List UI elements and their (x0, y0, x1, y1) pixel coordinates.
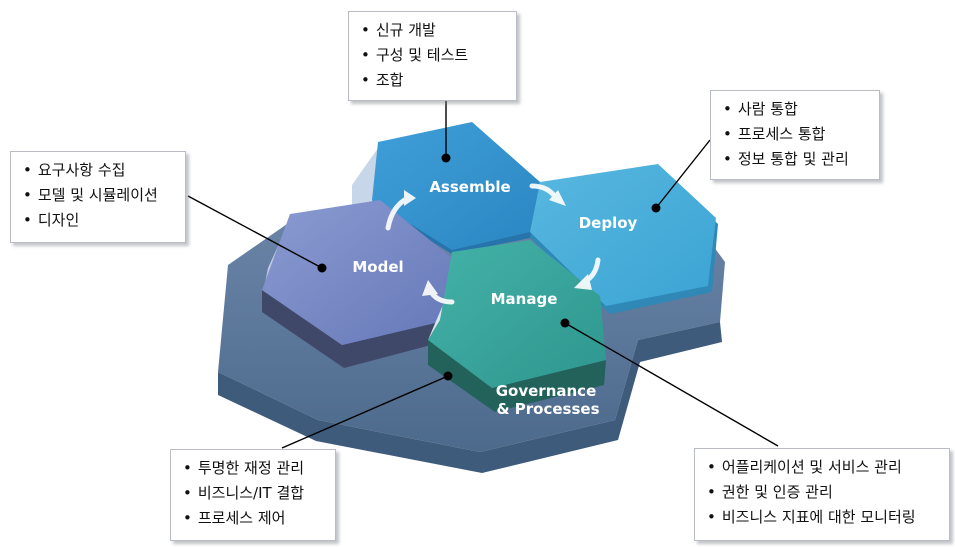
callout-governance-item: 프로세스 제어 (183, 506, 325, 531)
hex-model (262, 200, 452, 368)
callout-model: 요구사항 수집 모델 및 시뮬레이션 디자인 (10, 151, 186, 243)
arrow-assemble-to-deploy-head (549, 190, 566, 206)
hex-assemble-label: Assemble (429, 178, 510, 196)
callout-assemble-item: 신규 개발 (361, 18, 506, 43)
callout-assemble-item: 조합 (361, 68, 506, 93)
callout-deploy: 사람 통합 프로세스 통합 정보 통합 및 관리 (710, 90, 880, 180)
hex-assemble (352, 122, 540, 254)
dot-governance (443, 371, 453, 381)
hex-deploy (530, 164, 718, 314)
callout-deploy-item: 프로세스 통합 (723, 122, 869, 147)
dot-manage (560, 318, 570, 328)
callout-manage-item: 권한 및 인증 관리 (707, 480, 939, 505)
callout-manage: 어플리케이션 및 서비스 관리 권한 및 인증 관리 비즈니스 지표에 대한 모… (694, 448, 950, 541)
callout-deploy-item: 사람 통합 (723, 97, 869, 122)
leader-deploy (655, 139, 711, 209)
callout-model-item: 모델 및 시뮬레이션 (23, 183, 175, 208)
arrow-manage-to-model-head (422, 280, 438, 296)
arrow-model-to-assemble-head (404, 190, 416, 206)
callout-assemble: 신규 개발 구성 및 테스트 조합 (348, 11, 517, 101)
hex-manage-label: Manage (491, 290, 558, 308)
hex-deploy-label: Deploy (579, 214, 638, 232)
callout-governance-item: 투명한 재정 관리 (183, 456, 325, 481)
callout-model-item: 요구사항 수집 (23, 158, 175, 183)
callout-governance-item: 비즈니스/IT 결합 (183, 481, 325, 506)
dot-assemble (441, 153, 451, 163)
leader-dots (317, 153, 661, 381)
callout-manage-item: 비즈니스 지표에 대한 모니터링 (707, 505, 939, 530)
governance-label-line2: & Processes (496, 400, 599, 418)
leader-lines (187, 100, 779, 449)
leader-governance (281, 375, 449, 449)
governance-label-line1: Governance (496, 382, 597, 400)
leader-model (187, 195, 323, 269)
arrow-deploy-to-manage-head (574, 274, 592, 290)
cycle-arrows (385, 183, 601, 305)
callout-deploy-item: 정보 통합 및 관리 (723, 147, 869, 172)
governance-platform-side (218, 322, 722, 473)
callout-model-item: 디자인 (23, 208, 175, 233)
callout-assemble-item: 구성 및 테스트 (361, 43, 506, 68)
dot-deploy (651, 203, 661, 213)
hex-manage (428, 240, 606, 412)
callout-governance: 투명한 재정 관리 비즈니스/IT 결합 프로세스 제어 (170, 449, 336, 541)
dot-model (317, 263, 327, 273)
leader-manage (564, 322, 779, 447)
hex-model-label: Model (352, 258, 403, 276)
callout-manage-item: 어플리케이션 및 서비스 관리 (707, 455, 939, 480)
